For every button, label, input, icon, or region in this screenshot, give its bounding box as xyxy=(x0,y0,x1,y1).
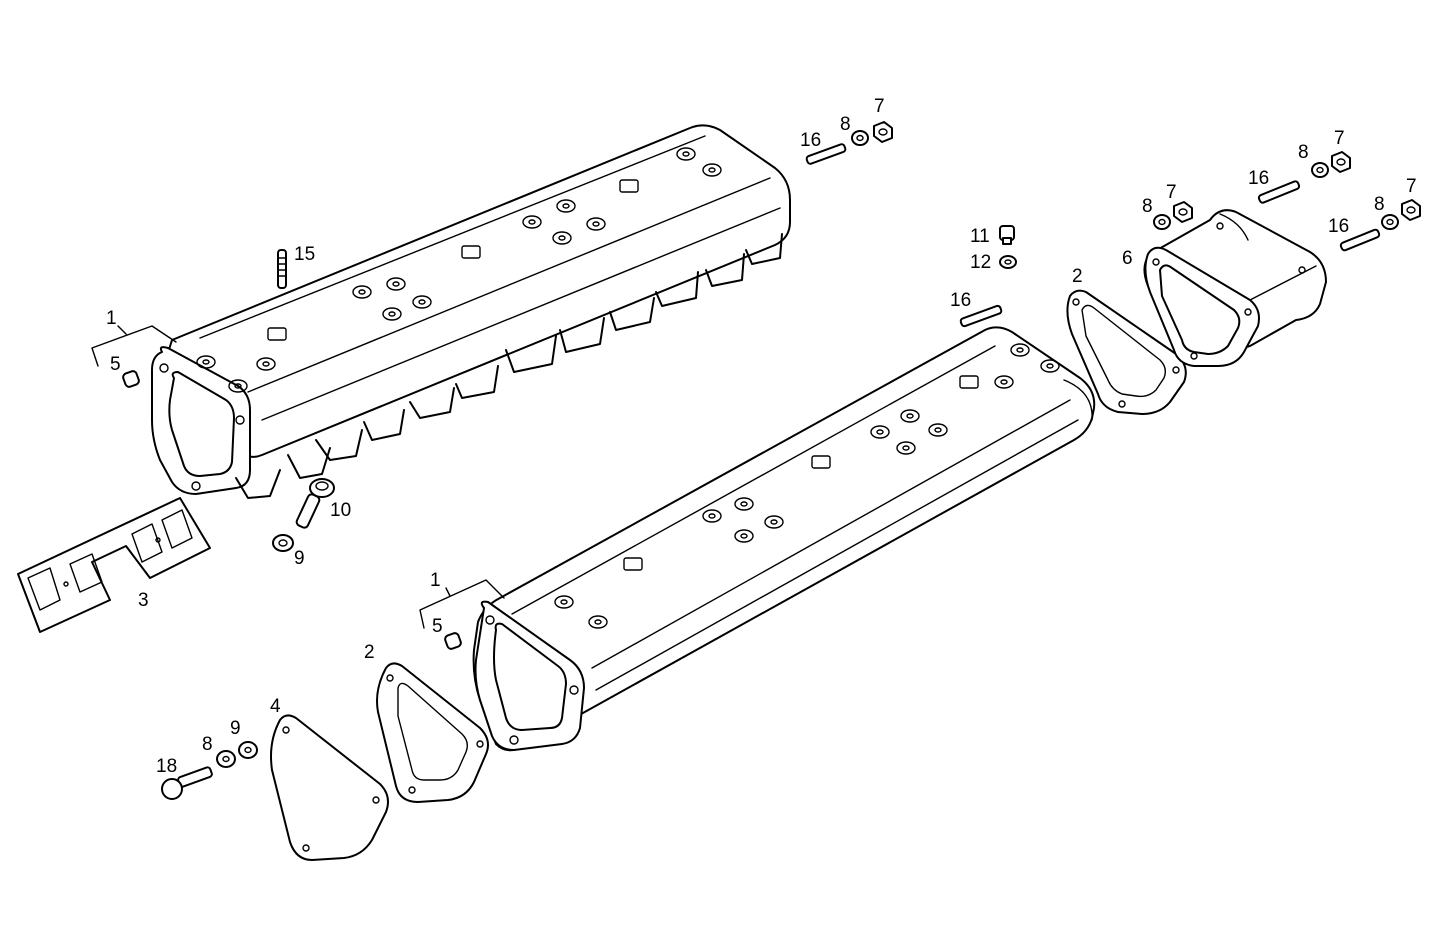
nut-7-upper xyxy=(873,121,893,143)
callout-16-r1: 16 xyxy=(1248,168,1269,189)
bolt-10 xyxy=(295,478,335,529)
washer-9-upper xyxy=(272,534,294,552)
callout-5-upper: 5 xyxy=(110,354,121,375)
washer-8-r3 xyxy=(1381,214,1399,230)
gasket-3 xyxy=(17,497,211,633)
callout-7-upper: 7 xyxy=(874,96,885,117)
callout-8-upper: 8 xyxy=(840,114,851,135)
bolt-18 xyxy=(161,766,213,800)
leader-1-lower xyxy=(419,579,505,629)
callout-10: 10 xyxy=(330,500,351,521)
callout-18: 18 xyxy=(156,756,177,777)
callout-4: 4 xyxy=(270,696,281,717)
callout-9-lower: 9 xyxy=(230,718,241,739)
nut-7-r3 xyxy=(1401,199,1421,221)
washer-8-r2 xyxy=(1311,162,1329,178)
washer-8-r1 xyxy=(1153,214,1171,230)
callout-3: 3 xyxy=(138,590,149,611)
callout-1-upper: 1 xyxy=(106,308,117,329)
nut-7-r2 xyxy=(1331,151,1351,173)
stud-16-mid xyxy=(959,304,1003,328)
elbow-6 xyxy=(1143,209,1327,367)
callout-16-upper: 16 xyxy=(800,130,821,151)
plug-5-lower xyxy=(444,632,462,650)
callout-16-mid: 16 xyxy=(950,290,971,311)
callout-1-lower: 1 xyxy=(430,570,441,591)
leader-1-upper xyxy=(91,325,177,367)
callout-8-r3: 8 xyxy=(1374,194,1385,215)
callout-2-left: 2 xyxy=(364,642,375,663)
callout-6: 6 xyxy=(1122,248,1133,269)
cover-4 xyxy=(270,714,389,861)
callout-8-r2: 8 xyxy=(1298,142,1309,163)
callout-12: 12 xyxy=(970,252,991,273)
gasket-2-right xyxy=(1066,289,1187,415)
nut-7-r1 xyxy=(1173,201,1193,223)
stud-16-r2 xyxy=(1339,228,1381,252)
lower-manifold xyxy=(472,326,1096,752)
callout-8-r1: 8 xyxy=(1142,196,1153,217)
stud-16-upper xyxy=(805,143,847,165)
washer-12 xyxy=(999,255,1017,269)
callout-9-upper: 9 xyxy=(294,548,305,569)
stud-15 xyxy=(277,249,287,289)
plug-5-upper xyxy=(122,370,140,388)
callout-8-lower: 8 xyxy=(202,734,213,755)
upper-manifold xyxy=(151,124,791,499)
gasket-2-left xyxy=(376,662,489,803)
plug-11 xyxy=(999,225,1015,245)
washer-9-lower xyxy=(238,741,258,759)
callout-7-r3: 7 xyxy=(1406,176,1417,197)
callout-16-r2: 16 xyxy=(1328,216,1349,237)
callout-5-lower: 5 xyxy=(432,616,443,637)
stud-16-r1 xyxy=(1257,180,1301,204)
callout-labels: 1 5 15 16 8 7 10 9 3 11 12 16 2 6 8 7 16… xyxy=(106,96,1417,777)
callout-11: 11 xyxy=(970,226,990,247)
callout-7-r1: 7 xyxy=(1166,182,1177,203)
callout-7-r2: 7 xyxy=(1334,128,1345,149)
washer-8-lower xyxy=(216,750,236,768)
washer-8-upper xyxy=(851,130,869,146)
callout-15: 15 xyxy=(294,244,315,265)
callout-2-right: 2 xyxy=(1072,266,1083,287)
